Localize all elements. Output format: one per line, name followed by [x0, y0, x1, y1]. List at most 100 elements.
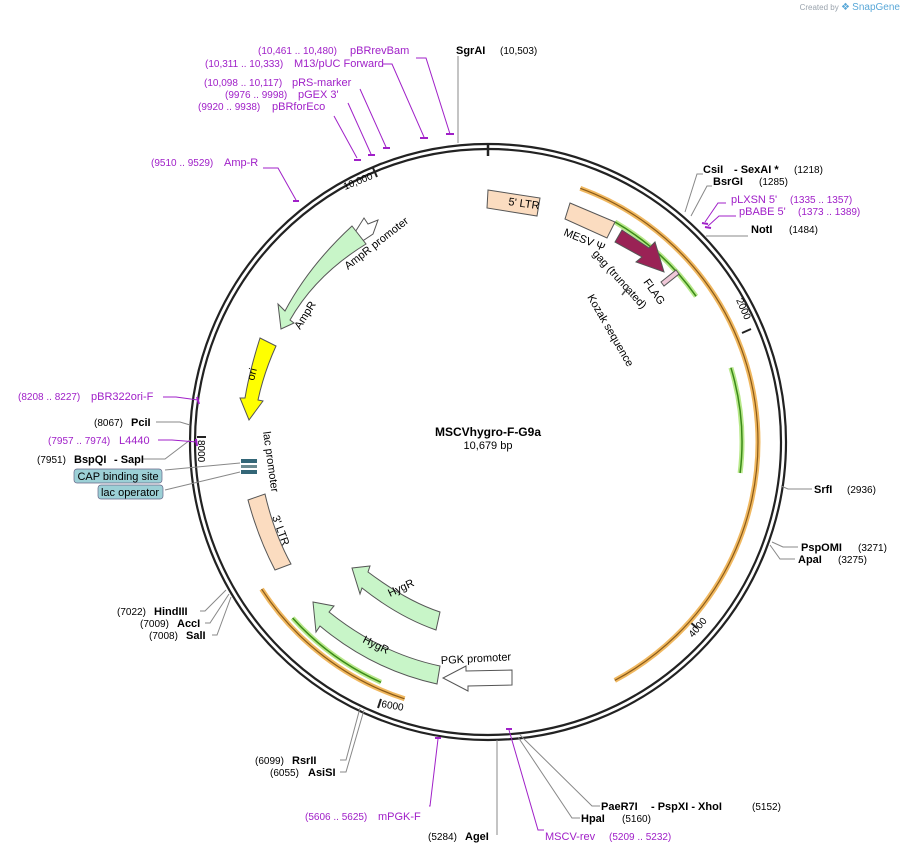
svg-text:(7008): (7008) — [149, 631, 178, 642]
svg-text:(1285): (1285) — [759, 177, 788, 188]
svg-text:(10,311 .. 10,333): (10,311 .. 10,333) — [205, 59, 283, 70]
svg-text:lac promoter: lac promoter — [260, 431, 280, 494]
feature-mesv-psi: MESV Ψ — [562, 202, 616, 254]
svg-text:CsiI: CsiI — [703, 164, 723, 176]
enzyme-bspqi[interactable]: (7951) BspQI - SapI — [37, 454, 144, 466]
svg-text:HpaI: HpaI — [581, 813, 605, 825]
enzyme-apai[interactable]: ApaI (3275) — [798, 554, 867, 566]
svg-text:(7022): (7022) — [117, 607, 146, 618]
svg-text:ApaI: ApaI — [798, 554, 822, 566]
svg-text:- SapI: - SapI — [114, 454, 144, 466]
primer-amp-r[interactable]: (9510 .. 9529) Amp-R — [151, 157, 258, 169]
lac-operator-box: lac operator — [97, 484, 164, 500]
primer-pbabe-5[interactable]: pBABE 5' (1373 .. 1389) — [739, 206, 860, 218]
feature-lac-promoter: lac promoter — [260, 431, 280, 494]
primer-pbr322ori-f[interactable]: (8208 .. 8227) pBR322ori-F — [18, 391, 154, 403]
svg-text:(8208 .. 8227): (8208 .. 8227) — [18, 392, 80, 403]
svg-text:L4440: L4440 — [119, 435, 150, 447]
feature-pgk-promoter: PGK promoter — [441, 651, 513, 692]
svg-text:(1218): (1218) — [794, 165, 823, 176]
svg-text:(1335 .. 1357): (1335 .. 1357) — [790, 195, 852, 206]
orf-outer-right-line — [580, 187, 759, 681]
svg-text:(7951): (7951) — [37, 455, 66, 466]
feature-hygr-1: HygR — [351, 565, 441, 631]
primer-pgex-3[interactable]: (9976 .. 9998) pGEX 3' — [225, 89, 339, 101]
svg-text:RsrII: RsrII — [292, 755, 316, 767]
svg-text:(3275): (3275) — [838, 555, 867, 566]
primer-leader-lines — [158, 57, 736, 831]
svg-text:(3271): (3271) — [858, 543, 887, 554]
svg-text:(9920 .. 9938): (9920 .. 9938) — [198, 102, 260, 113]
primer-mpgk-f[interactable]: (5606 .. 5625) mPGK-F — [305, 811, 421, 823]
enzyme-pspomi[interactable]: PspOMI (3271) — [801, 542, 887, 554]
enzyme-acci[interactable]: (7009) AccI — [140, 618, 200, 630]
svg-text:- SexAI *: - SexAI * — [734, 164, 779, 176]
enzyme-paer7i[interactable]: PaeR7I - PspXI - XhoI (5152) — [601, 801, 781, 813]
svg-text:AccI: AccI — [177, 618, 200, 630]
feature-5-ltr: 5' LTR — [486, 189, 541, 217]
svg-text:SalI: SalI — [186, 630, 206, 642]
enzyme-hindiii[interactable]: (7022) HindIII — [117, 606, 188, 618]
svg-text:ori: ori — [245, 367, 260, 382]
enzyme-asisi[interactable]: (6055) AsiSI — [270, 767, 336, 779]
scale-tick-10000: 10,000 — [342, 167, 378, 193]
svg-text:mPGK-F: mPGK-F — [378, 811, 421, 823]
feature-3-ltr: 3' LTR — [247, 493, 292, 571]
svg-text:pBABE 5': pBABE 5' — [739, 206, 786, 218]
primer-m13-puc-forward[interactable]: (10,311 .. 10,333) M13/pUC Forward — [205, 58, 384, 70]
svg-text:(8067): (8067) — [94, 418, 123, 429]
enzyme-noti[interactable]: NotI (1484) — [751, 224, 818, 236]
scale-tick-6000: 6000 — [377, 698, 405, 714]
orf-outer-bottom-left-core-line-0 — [292, 617, 382, 683]
feature-ampr: AmpR — [277, 225, 367, 332]
svg-text:PaeR7I: PaeR7I — [601, 801, 638, 813]
svg-text:SrfI: SrfI — [814, 484, 832, 496]
primer-l4440[interactable]: (7957 .. 7974) L4440 — [48, 435, 150, 447]
svg-text:BspQI: BspQI — [74, 454, 106, 466]
svg-text:BsrGI: BsrGI — [713, 176, 743, 188]
snapgene-brand: Created by ❖ SnapGene — [800, 2, 900, 13]
svg-text:pBRrevBam: pBRrevBam — [350, 45, 409, 57]
orf-arcs — [259, 185, 761, 702]
svg-text:(5209 .. 5232): (5209 .. 5232) — [609, 832, 671, 843]
feature-ori: ori — [239, 337, 277, 422]
primer-pbrforeco[interactable]: (9920 .. 9938) pBRforEco — [198, 101, 325, 113]
primer-mscv-rev[interactable]: MSCV-rev (5209 .. 5232) — [545, 831, 671, 843]
svg-text:AgeI: AgeI — [465, 831, 489, 843]
enzyme-bsrgi[interactable]: BsrGI (1285) — [713, 176, 788, 188]
svg-text:(1484): (1484) — [789, 225, 818, 236]
plasmid-title: MSCVhygro-F-G9a — [435, 425, 541, 439]
orf-outer-right-core-1 — [728, 366, 745, 474]
svg-text:pBR322ori-F: pBR322ori-F — [91, 391, 154, 403]
svg-text:pBRforEco: pBRforEco — [272, 101, 325, 113]
svg-text:5' LTR: 5' LTR — [508, 196, 541, 212]
primer-pbrrevbam[interactable]: (10,461 .. 10,480) pBRrevBam — [258, 45, 409, 57]
svg-text:(6055): (6055) — [270, 768, 299, 779]
enzyme-csii[interactable]: CsiI - SexAI * (1218) — [703, 164, 823, 176]
primer-plxsn-5[interactable]: pLXSN 5' (1335 .. 1357) — [731, 194, 852, 206]
orf-outer-right-core-line-0 — [614, 221, 697, 297]
svg-text:(7009): (7009) — [140, 619, 169, 630]
svg-text:NotI: NotI — [751, 224, 772, 236]
enzyme-srfi[interactable]: SrfI (2936) — [814, 484, 876, 496]
svg-text:SgrAI: SgrAI — [456, 45, 485, 57]
enzyme-leader-lines — [142, 56, 812, 835]
svg-text:- PspXI - XhoI: - PspXI - XhoI — [651, 801, 722, 813]
svg-text:M13/pUC Forward: M13/pUC Forward — [294, 58, 384, 70]
enzyme-agei[interactable]: (5284) AgeI — [428, 831, 489, 843]
primer-marks — [195, 133, 712, 739]
svg-text:6000: 6000 — [380, 699, 404, 714]
svg-text:(10,461 .. 10,480): (10,461 .. 10,480) — [258, 46, 337, 57]
enzyme-sali[interactable]: (7008) SalI — [149, 630, 206, 642]
enzyme-pcii[interactable]: (8067) PciI — [94, 417, 151, 429]
svg-text:HindIII: HindIII — [154, 606, 188, 618]
svg-text:8000: 8000 — [195, 440, 206, 463]
primer-prs-marker[interactable]: (10,098 .. 10,117) pRS-marker — [204, 77, 352, 89]
svg-text:(9976 .. 9998): (9976 .. 9998) — [225, 90, 287, 101]
enzyme-hpai[interactable]: HpaI (5160) — [581, 813, 651, 825]
enzyme-rsrii[interactable]: (6099) RsrII — [255, 755, 316, 767]
enzyme-sgrai[interactable]: SgrAI (10,503) — [456, 45, 537, 57]
svg-text:(10,098 .. 10,117): (10,098 .. 10,117) — [204, 78, 282, 89]
svg-text:CAP binding site: CAP binding site — [77, 471, 158, 483]
